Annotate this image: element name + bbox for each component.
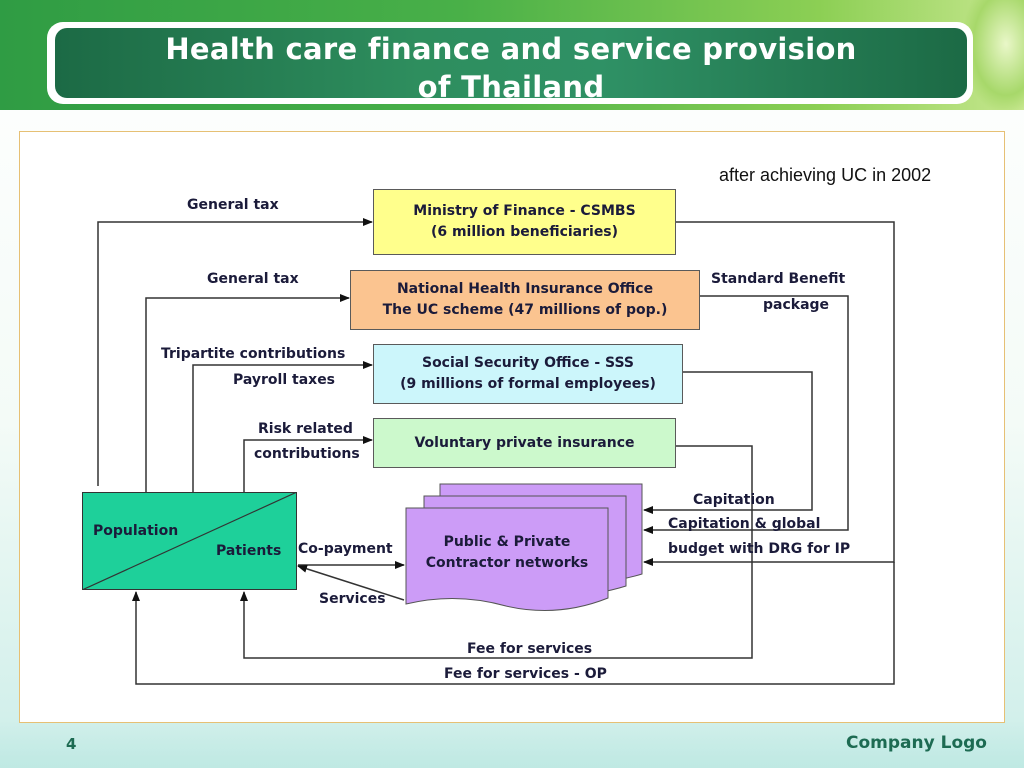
label-fee-2: Fee for services - OP: [444, 666, 607, 682]
arrow-sso-providers: [643, 371, 813, 514]
slide-title: Health care finance and service provisio…: [165, 32, 857, 98]
label-capitation: Capitation: [693, 492, 775, 508]
nhso-line1: National Health Insurance Office: [396, 281, 654, 297]
page-number: 4: [66, 735, 77, 753]
node-providers-stack: [405, 483, 643, 611]
label-general-tax-1: General tax: [187, 197, 279, 213]
label-budget-drg: budget with DRG for IP: [668, 541, 851, 557]
mof-line2: (6 million beneficiaries): [430, 224, 619, 240]
arrow-tripartite-sso: [192, 361, 373, 492]
label-general-tax-2: General tax: [207, 271, 299, 287]
nhso-line2: The UC scheme (47 millions of pop.): [382, 302, 668, 318]
uc-note: after achieving UC in 2002: [719, 165, 932, 185]
population-label: Population: [93, 523, 179, 539]
arrow-vpi-fee-patients: [240, 445, 753, 659]
footer-band: [0, 720, 1024, 768]
label-tripartite: Tripartite contributions: [161, 346, 346, 362]
vpi-line1: Voluntary private insurance: [414, 434, 635, 451]
providers-line2: Contractor networks: [425, 555, 589, 571]
patients-label: Patients: [216, 543, 282, 559]
providers-label: Public & Private Contractor networks: [406, 530, 608, 576]
node-nhso: National Health Insurance Office The UC …: [350, 270, 700, 330]
label-payroll: Payroll taxes: [233, 372, 336, 388]
label-capitation-global: Capitation & global: [668, 516, 821, 532]
title-box: Health care finance and service provisio…: [55, 28, 967, 98]
label-risk-1: Risk related: [258, 421, 353, 437]
company-logo: Company Logo: [846, 733, 987, 753]
label-standard-1: Standard Benefit: [711, 271, 846, 287]
leaf-decoration: [964, 0, 1024, 110]
node-population-patients: Population Patients: [82, 492, 297, 590]
population-diagonal: [82, 492, 297, 590]
node-social-security-office: Social Security Office - SSS (9 millions…: [373, 344, 683, 404]
label-copayment: Co-payment: [298, 541, 393, 557]
label-risk-2: contributions: [254, 446, 360, 462]
label-services: Services: [319, 591, 386, 607]
providers-line1: Public & Private: [443, 534, 571, 550]
label-fee-1: Fee for services: [467, 641, 593, 657]
mof-line1: Ministry of Finance - CSMBS: [413, 203, 636, 219]
arrow-risk-vpi: [243, 436, 373, 492]
arrow-mof-providers: [643, 221, 895, 566]
arrow-general-tax-nhso: [145, 294, 350, 492]
arrow-nhso-providers: [643, 295, 849, 534]
arrow-general-tax-mof: [97, 218, 373, 486]
label-standard-2: package: [763, 297, 830, 313]
node-voluntary-private-insurance: Voluntary private insurance: [373, 418, 676, 468]
arrow-services: [297, 564, 405, 601]
sso-line2: (9 millions of formal employees): [400, 376, 656, 392]
node-ministry-of-finance: Ministry of Finance - CSMBS (6 million b…: [373, 189, 676, 255]
arrow-fee-op-population: [132, 562, 895, 685]
sso-line1: Social Security Office - SSS: [421, 355, 635, 371]
